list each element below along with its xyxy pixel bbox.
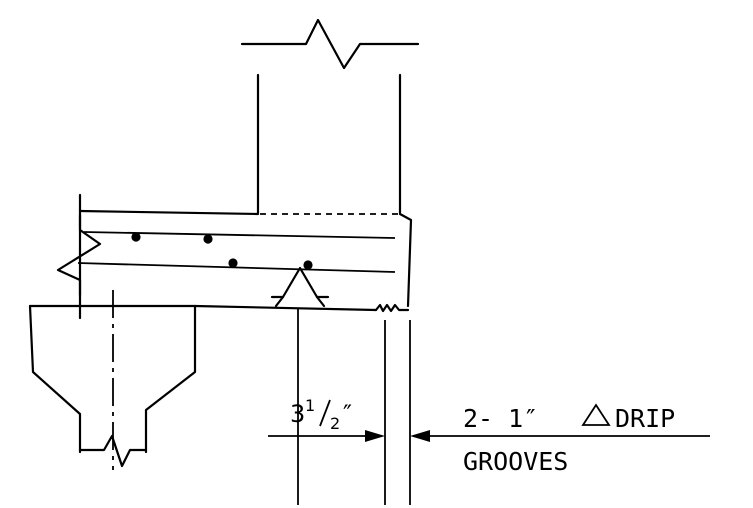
rebar-dot [131,232,141,242]
slab-top-edge [78,209,260,216]
rebar-dot [228,258,238,268]
dim-fraction-slash [319,399,331,427]
beam-top-flange [28,304,197,454]
arrow-right-icon [365,430,385,442]
dim-denominator: 2 [330,414,340,433]
rebar-dot [203,234,213,244]
bottom-rebar-line [77,262,396,273]
drip-groove-triangle [274,266,326,308]
dim-whole-number: 3 [290,400,305,428]
beam-bottom-break-line [78,434,148,468]
callout-line1-prefix: 2- 1″ [463,404,538,433]
dim-numerator: 1 [305,396,315,415]
slab-left-break-line [56,213,102,297]
top-rebar-line [83,231,396,239]
triangle-icon [581,403,611,426]
callout-line2: GROOVES [463,447,568,476]
callout-line1-suffix: DRIP [615,404,675,433]
rebar-dot [303,260,313,270]
beam-left-flange [28,304,82,454]
dim-unit: ″ [343,400,352,428]
slab-bottom-edge [193,304,378,312]
drip-groove-end-mark [374,303,410,313]
slab-end-face [398,212,413,308]
arrow-left-icon [410,430,430,442]
wall-top-break-line [240,18,420,70]
